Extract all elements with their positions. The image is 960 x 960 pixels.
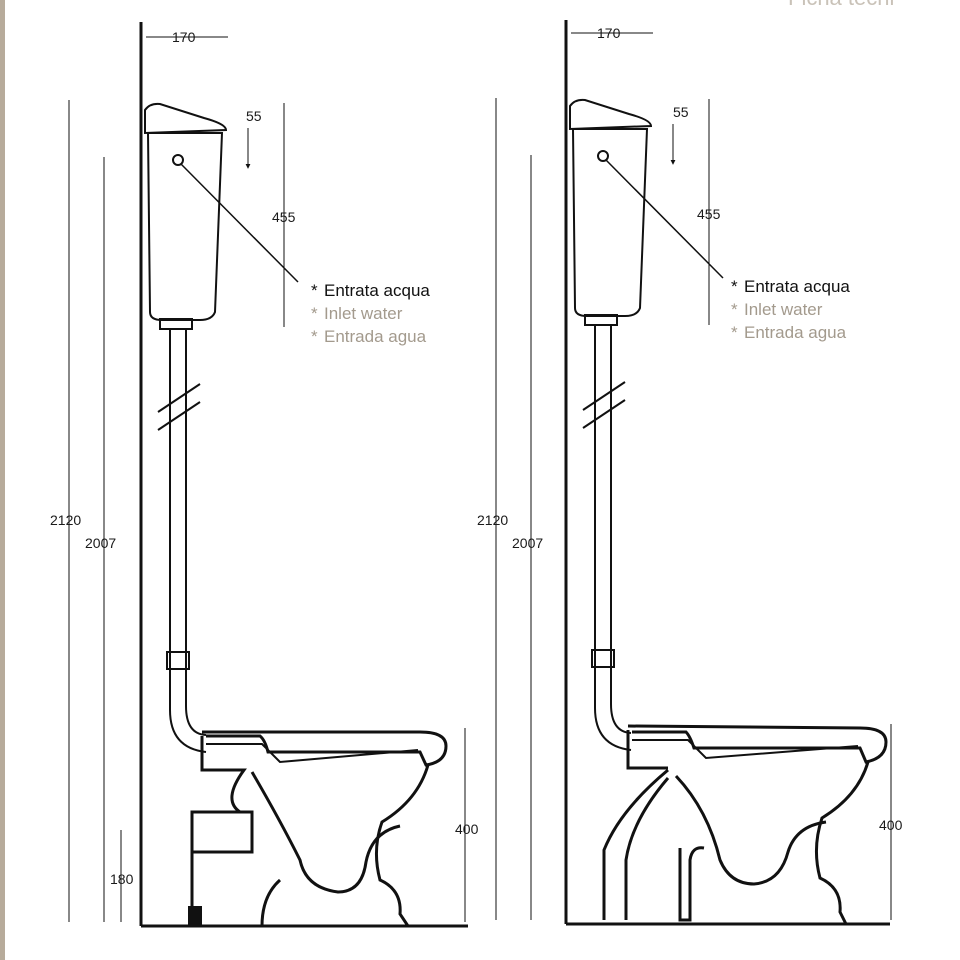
inlet-label-en: Inlet water xyxy=(324,304,403,323)
inlet-label-it: Entrata acqua xyxy=(324,281,430,300)
dim-label-170: 170 xyxy=(597,25,621,41)
dim-label-2120: 2120 xyxy=(50,512,81,528)
inlet-label-bullet-en: * xyxy=(731,300,738,319)
flush-pipe xyxy=(157,329,207,753)
dim-label-455: 455 xyxy=(697,206,721,222)
inlet-label-es: Entrada agua xyxy=(324,327,427,346)
inlet-point-icon xyxy=(597,150,609,162)
dim-label-455: 455 xyxy=(272,209,296,225)
inlet-label-bullet-es: * xyxy=(731,323,738,342)
inlet-label-bullet-en: * xyxy=(311,304,318,323)
inlet-label-en: Inlet water xyxy=(744,300,823,319)
inlet-leader-line xyxy=(180,163,299,283)
dim-label-2120: 2120 xyxy=(477,512,508,528)
view-right: 170 55 455 2120 2007 400 * Entrata acqua… xyxy=(477,20,903,926)
dim-label-400: 400 xyxy=(455,821,479,837)
dim-label-55: 55 xyxy=(673,104,689,120)
inlet-leader-line xyxy=(605,159,724,279)
dim-label-2007: 2007 xyxy=(85,535,116,551)
inlet-label-es: Entrada agua xyxy=(744,323,847,342)
dim-label-180: 180 xyxy=(110,871,134,887)
dim-label-170: 170 xyxy=(172,29,196,45)
dim-label-2007: 2007 xyxy=(512,535,543,551)
cistern xyxy=(144,102,228,330)
dim-label-55: 55 xyxy=(246,108,262,124)
inlet-label-bullet: * xyxy=(731,277,738,296)
toilet-bowl xyxy=(188,730,448,928)
header-title-fragment: Ficha técni xyxy=(788,0,894,10)
cistern xyxy=(569,98,653,326)
toilet-bowl xyxy=(602,724,888,925)
page-edge-strip xyxy=(0,0,5,960)
flush-pipe xyxy=(582,325,632,751)
view-left: 170 55 455 2120 2007 400 180 * Entrata a… xyxy=(50,22,479,928)
inlet-label-bullet: * xyxy=(311,281,318,300)
inlet-label-it: Entrata acqua xyxy=(744,277,850,296)
inlet-point-icon xyxy=(172,154,184,166)
inlet-label-bullet-es: * xyxy=(311,327,318,346)
dim-label-400: 400 xyxy=(879,817,903,833)
